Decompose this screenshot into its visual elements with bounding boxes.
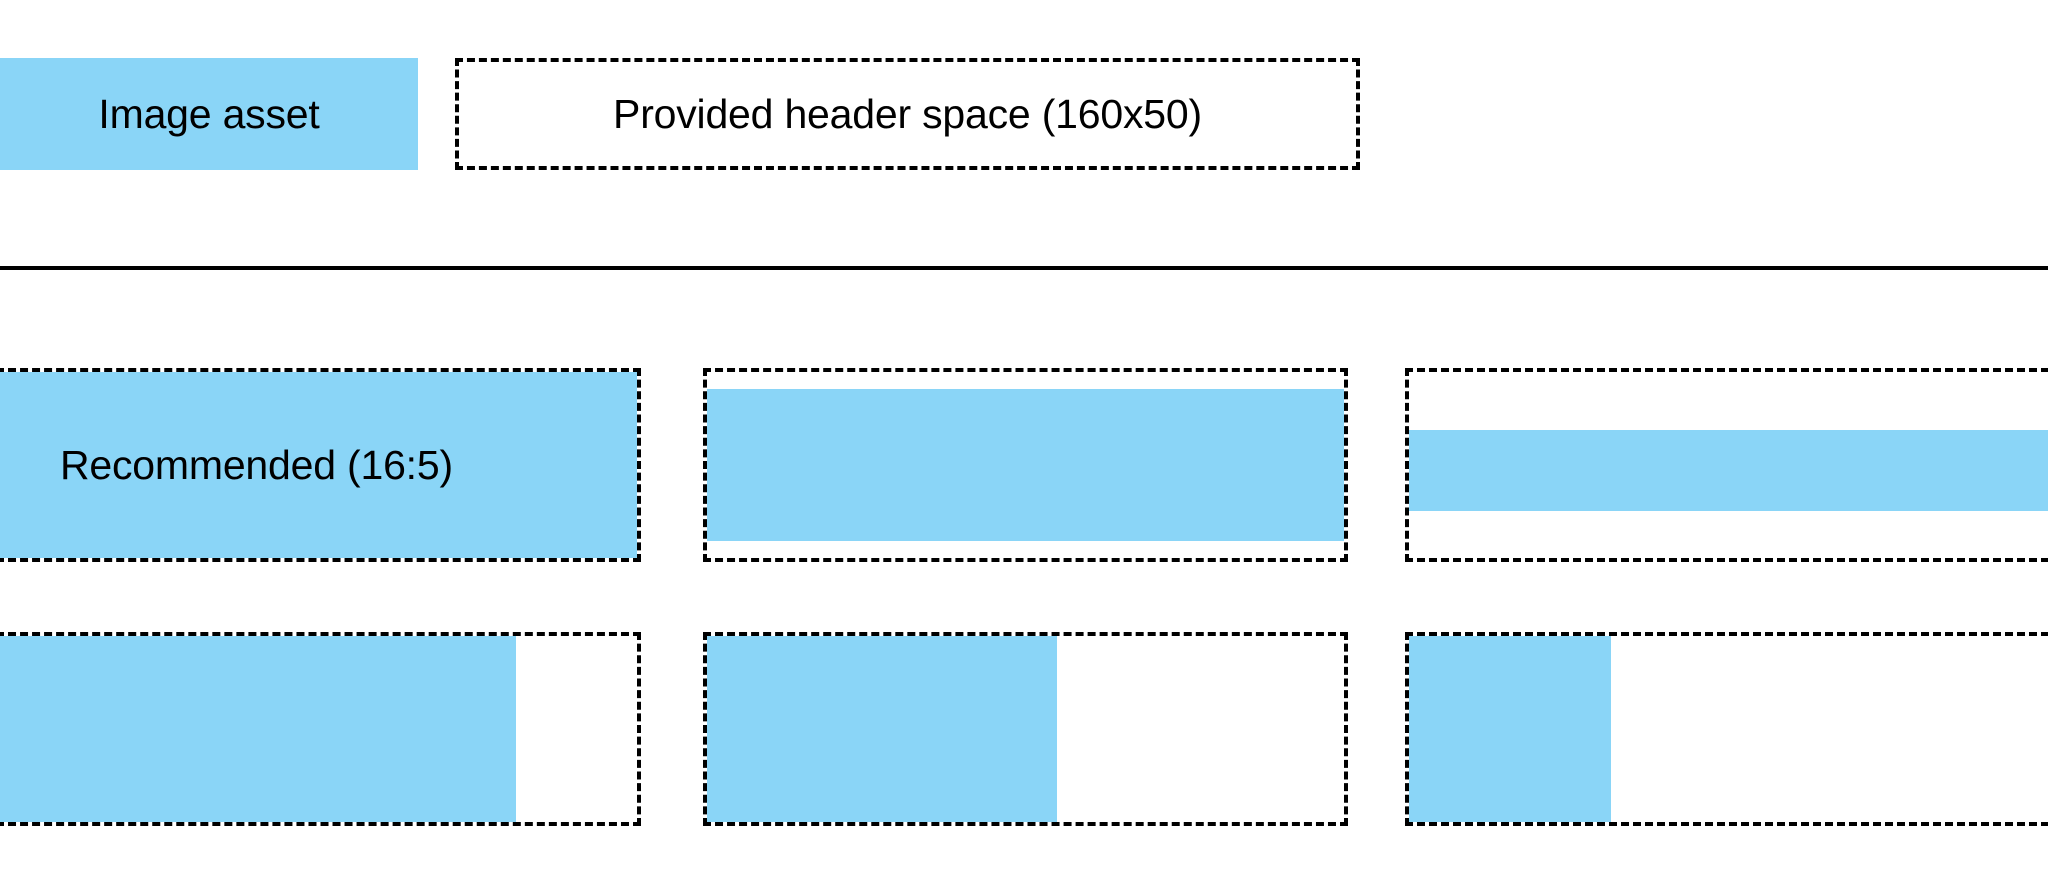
aspect-ratio-row-2 — [0, 632, 2048, 826]
aspect-ratio-row-1: Recommended (16:5) — [0, 368, 2048, 562]
provided-header-space-label: Provided header space (160x50) — [613, 90, 1202, 137]
ratio-card-partial-width-medium — [703, 632, 1348, 826]
ratio-card-partial-width-narrow — [1405, 632, 2048, 826]
image-asset-label: Image asset — [98, 90, 320, 137]
image-asset-swatch: Image asset — [0, 58, 418, 170]
ratio-card-partial-width-wide — [0, 632, 641, 826]
aspect-ratio-grid: Recommended (16:5) — [0, 368, 2048, 826]
ratio-fill — [707, 388, 1344, 542]
ratio-fill — [707, 636, 1058, 822]
ratio-fill — [0, 372, 637, 558]
ratio-fill — [0, 636, 516, 822]
ratio-card-full-width-shorter-height — [703, 368, 1348, 562]
ratio-card-full-width-short-band — [1405, 368, 2048, 562]
ratio-fill — [1409, 636, 1611, 822]
legend-row: Image asset Provided header space (160x5… — [0, 58, 2048, 170]
section-divider — [0, 266, 2048, 270]
provided-header-space-box: Provided header space (160x50) — [455, 58, 1360, 170]
ratio-card-recommended-16-5: Recommended (16:5) — [0, 368, 641, 562]
ratio-fill — [1409, 429, 2048, 512]
